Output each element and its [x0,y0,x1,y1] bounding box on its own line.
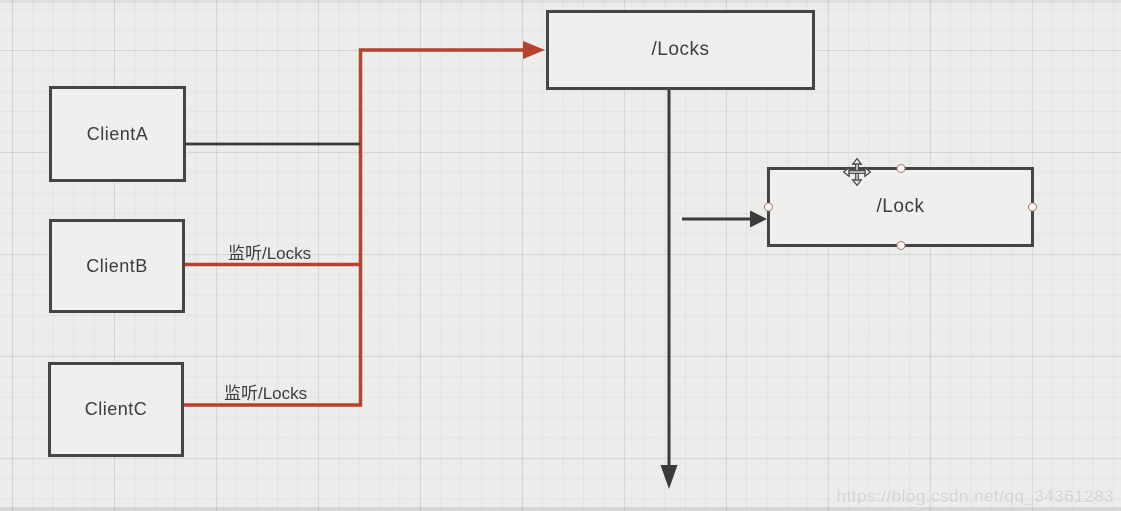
node-locks-label: /Locks [651,39,710,60]
move-cursor-icon [843,158,871,186]
edge-red-clientc-to-locks[interactable] [184,48,526,407]
edge-label-clientc-watch: 监听/Locks [224,384,308,403]
node-lock-label: /Lock [876,196,925,217]
node-clientb[interactable]: ClientB [49,219,185,313]
arrowhead-down [660,465,678,489]
node-clienta-label: ClientA [86,123,149,144]
node-clientc-label: ClientC [84,399,148,419]
watermark-text: https://blog.csdn.net/qq_34361283 [836,487,1114,506]
arrowhead-red-locks [523,41,545,59]
node-clientb-label: ClientB [86,255,148,276]
node-locks[interactable]: /Locks [546,10,815,90]
node-lock[interactable]: /Lock [764,164,1037,250]
arrowhead-to-lock [750,210,767,228]
connection-handle-bottom[interactable] [896,241,905,250]
connection-handle-top[interactable] [896,164,905,173]
connection-handle-left[interactable] [764,202,773,212]
node-clienta[interactable]: ClientA [49,86,186,182]
connection-handle-right[interactable] [1028,202,1037,212]
edge-label-clientb-watch: 监听/Locks [228,244,312,263]
node-clientc[interactable]: ClientC [48,362,184,457]
